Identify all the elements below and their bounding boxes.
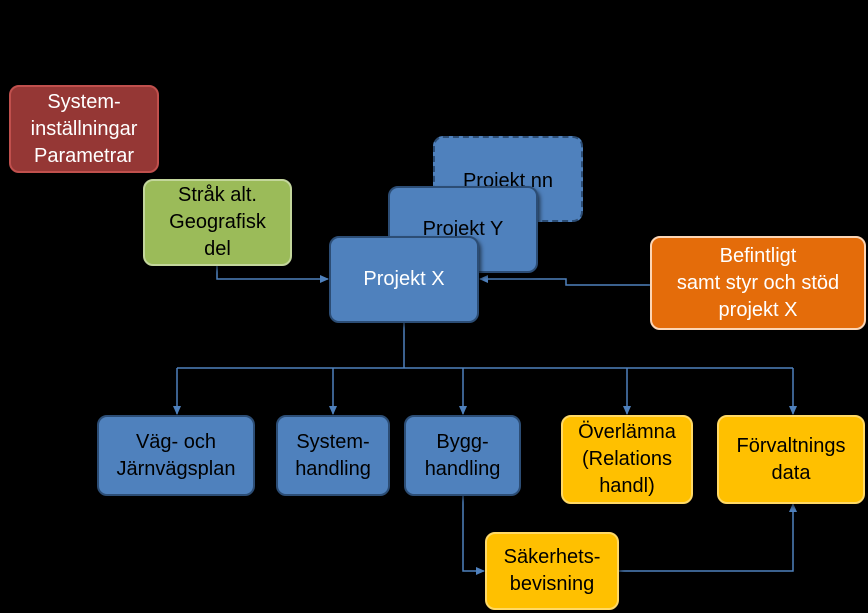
node-forvaltning-line-2: data xyxy=(771,461,811,484)
node-system-settings: System- inställningar Parametrar xyxy=(9,85,159,173)
node-strak-line-2: Geografisk xyxy=(169,211,266,233)
node-projekt-x: Projekt X xyxy=(329,236,479,323)
node-vag-och-jarnvagsplan: Väg- och Järnvägsplan xyxy=(97,415,255,496)
node-befintligt-line-1: Befintligt xyxy=(719,244,797,267)
node-overlamna-line-3: handl) xyxy=(599,475,655,497)
node-bygghandling-line-1: Bygg- xyxy=(436,430,489,453)
connector-bygg-to-sakerhet xyxy=(462,496,485,575)
node-befintligt-line-2: samt styr och stöd xyxy=(676,271,840,294)
node-system-settings-line-1: System- xyxy=(47,90,121,113)
node-system-settings-line-2: inställningar xyxy=(30,117,138,140)
node-systemhandling: System- handling xyxy=(276,415,390,496)
node-befintligt: Befintligt samt styr och stöd projekt X xyxy=(650,236,866,330)
node-vag-line-1: Väg- och xyxy=(135,430,217,453)
node-projekt-x-label: Projekt X xyxy=(363,268,445,290)
node-systemhandling-line-1: System- xyxy=(296,430,370,453)
node-bygghandling-line-2: handling xyxy=(424,457,501,480)
node-strak-line-3: del xyxy=(204,238,231,260)
connector-strak-to-projekt-x xyxy=(216,265,329,283)
node-forvaltningsdata: Förvaltnings data xyxy=(717,415,865,504)
connector-befintligt-to-projekt-x xyxy=(479,275,650,286)
node-vag-line-2: Järnvägsplan xyxy=(116,457,236,480)
node-strak: Stråk alt. Geografisk del xyxy=(143,179,292,266)
node-sakerhet-line-2: bevisning xyxy=(509,573,595,595)
node-forvaltning-line-1: Förvaltnings xyxy=(736,434,846,457)
node-sakerhetsbevisning: Säkerhets- bevisning xyxy=(485,532,619,610)
node-overlamna: Överlämna (Relations handl) xyxy=(561,415,693,504)
node-overlamna-line-2: (Relations xyxy=(581,448,673,470)
node-systemhandling-line-2: handling xyxy=(295,457,371,480)
node-strak-line-1: Stråk alt. xyxy=(178,184,257,206)
node-system-settings-line-3: Parametrar xyxy=(33,144,135,167)
node-bygghandling: Bygg- handling xyxy=(404,415,521,496)
node-projekt-y-label: Projekt Y xyxy=(422,218,504,240)
node-befintligt-line-3: projekt X xyxy=(718,298,798,321)
node-overlamna-line-1: Överlämna xyxy=(578,421,676,443)
node-sakerhet-line-1: Säkerhets- xyxy=(503,546,601,568)
connector-sakerhet-to-forvaltning xyxy=(619,503,797,572)
